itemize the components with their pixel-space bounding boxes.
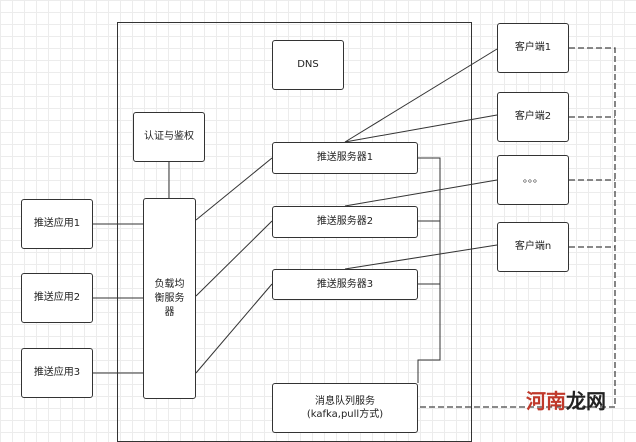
load-balancer-label-line: 负载均 xyxy=(154,278,185,290)
push-server-node: 推送服务器2 xyxy=(272,206,418,238)
client-label: 客户端n xyxy=(514,241,552,253)
message-queue-label: 消息队列服务 (kafka,pull方式) xyxy=(307,395,383,422)
load-balancer-label: 负载均 衡服务 器 xyxy=(144,278,196,320)
load-balancer-label-line: 衡服务 xyxy=(154,292,185,304)
message-queue-label-line: 消息队列服务 xyxy=(314,395,375,407)
push-server-node: 推送服务器1 xyxy=(272,142,418,174)
watermark: 河南 龙网 xyxy=(526,385,606,414)
watermark-text-main: 河南 xyxy=(526,389,566,413)
client-label: 客户端2 xyxy=(514,111,552,123)
push-app-label: 推送应用1 xyxy=(33,218,81,230)
watermark-text-accent: 龙网 xyxy=(566,389,606,413)
client-node: 客户端n xyxy=(497,222,569,272)
push-server-label: 推送服务器3 xyxy=(316,278,374,290)
client-node: 。。。 xyxy=(497,155,569,205)
push-app-node: 推送应用1 xyxy=(21,199,93,249)
client-ellipsis-label: 。。。 xyxy=(523,174,543,186)
push-app-label: 推送应用2 xyxy=(33,292,81,304)
push-app-node: 推送应用3 xyxy=(21,348,93,398)
push-app-label: 推送应用3 xyxy=(33,367,81,379)
client-node: 客户端1 xyxy=(497,23,569,73)
auth-label: 认证与鉴权 xyxy=(144,131,194,143)
load-balancer-node: 负载均 衡服务 器 xyxy=(143,198,196,399)
push-server-node: 推送服务器3 xyxy=(272,269,418,300)
push-server-label: 推送服务器1 xyxy=(316,152,374,164)
push-server-label: 推送服务器2 xyxy=(316,216,374,228)
auth-node: 认证与鉴权 xyxy=(133,112,205,162)
client-label: 客户端1 xyxy=(514,42,552,54)
connection-lines xyxy=(93,47,616,408)
dns-node: DNS xyxy=(272,40,344,90)
dns-label: DNS xyxy=(297,59,319,71)
push-app-node: 推送应用2 xyxy=(21,273,93,323)
load-balancer-label-line: 器 xyxy=(164,306,175,318)
message-queue-node: 消息队列服务 (kafka,pull方式) xyxy=(272,383,418,433)
message-queue-label-line: (kafka,pull方式) xyxy=(306,409,384,420)
client-node: 客户端2 xyxy=(497,92,569,142)
